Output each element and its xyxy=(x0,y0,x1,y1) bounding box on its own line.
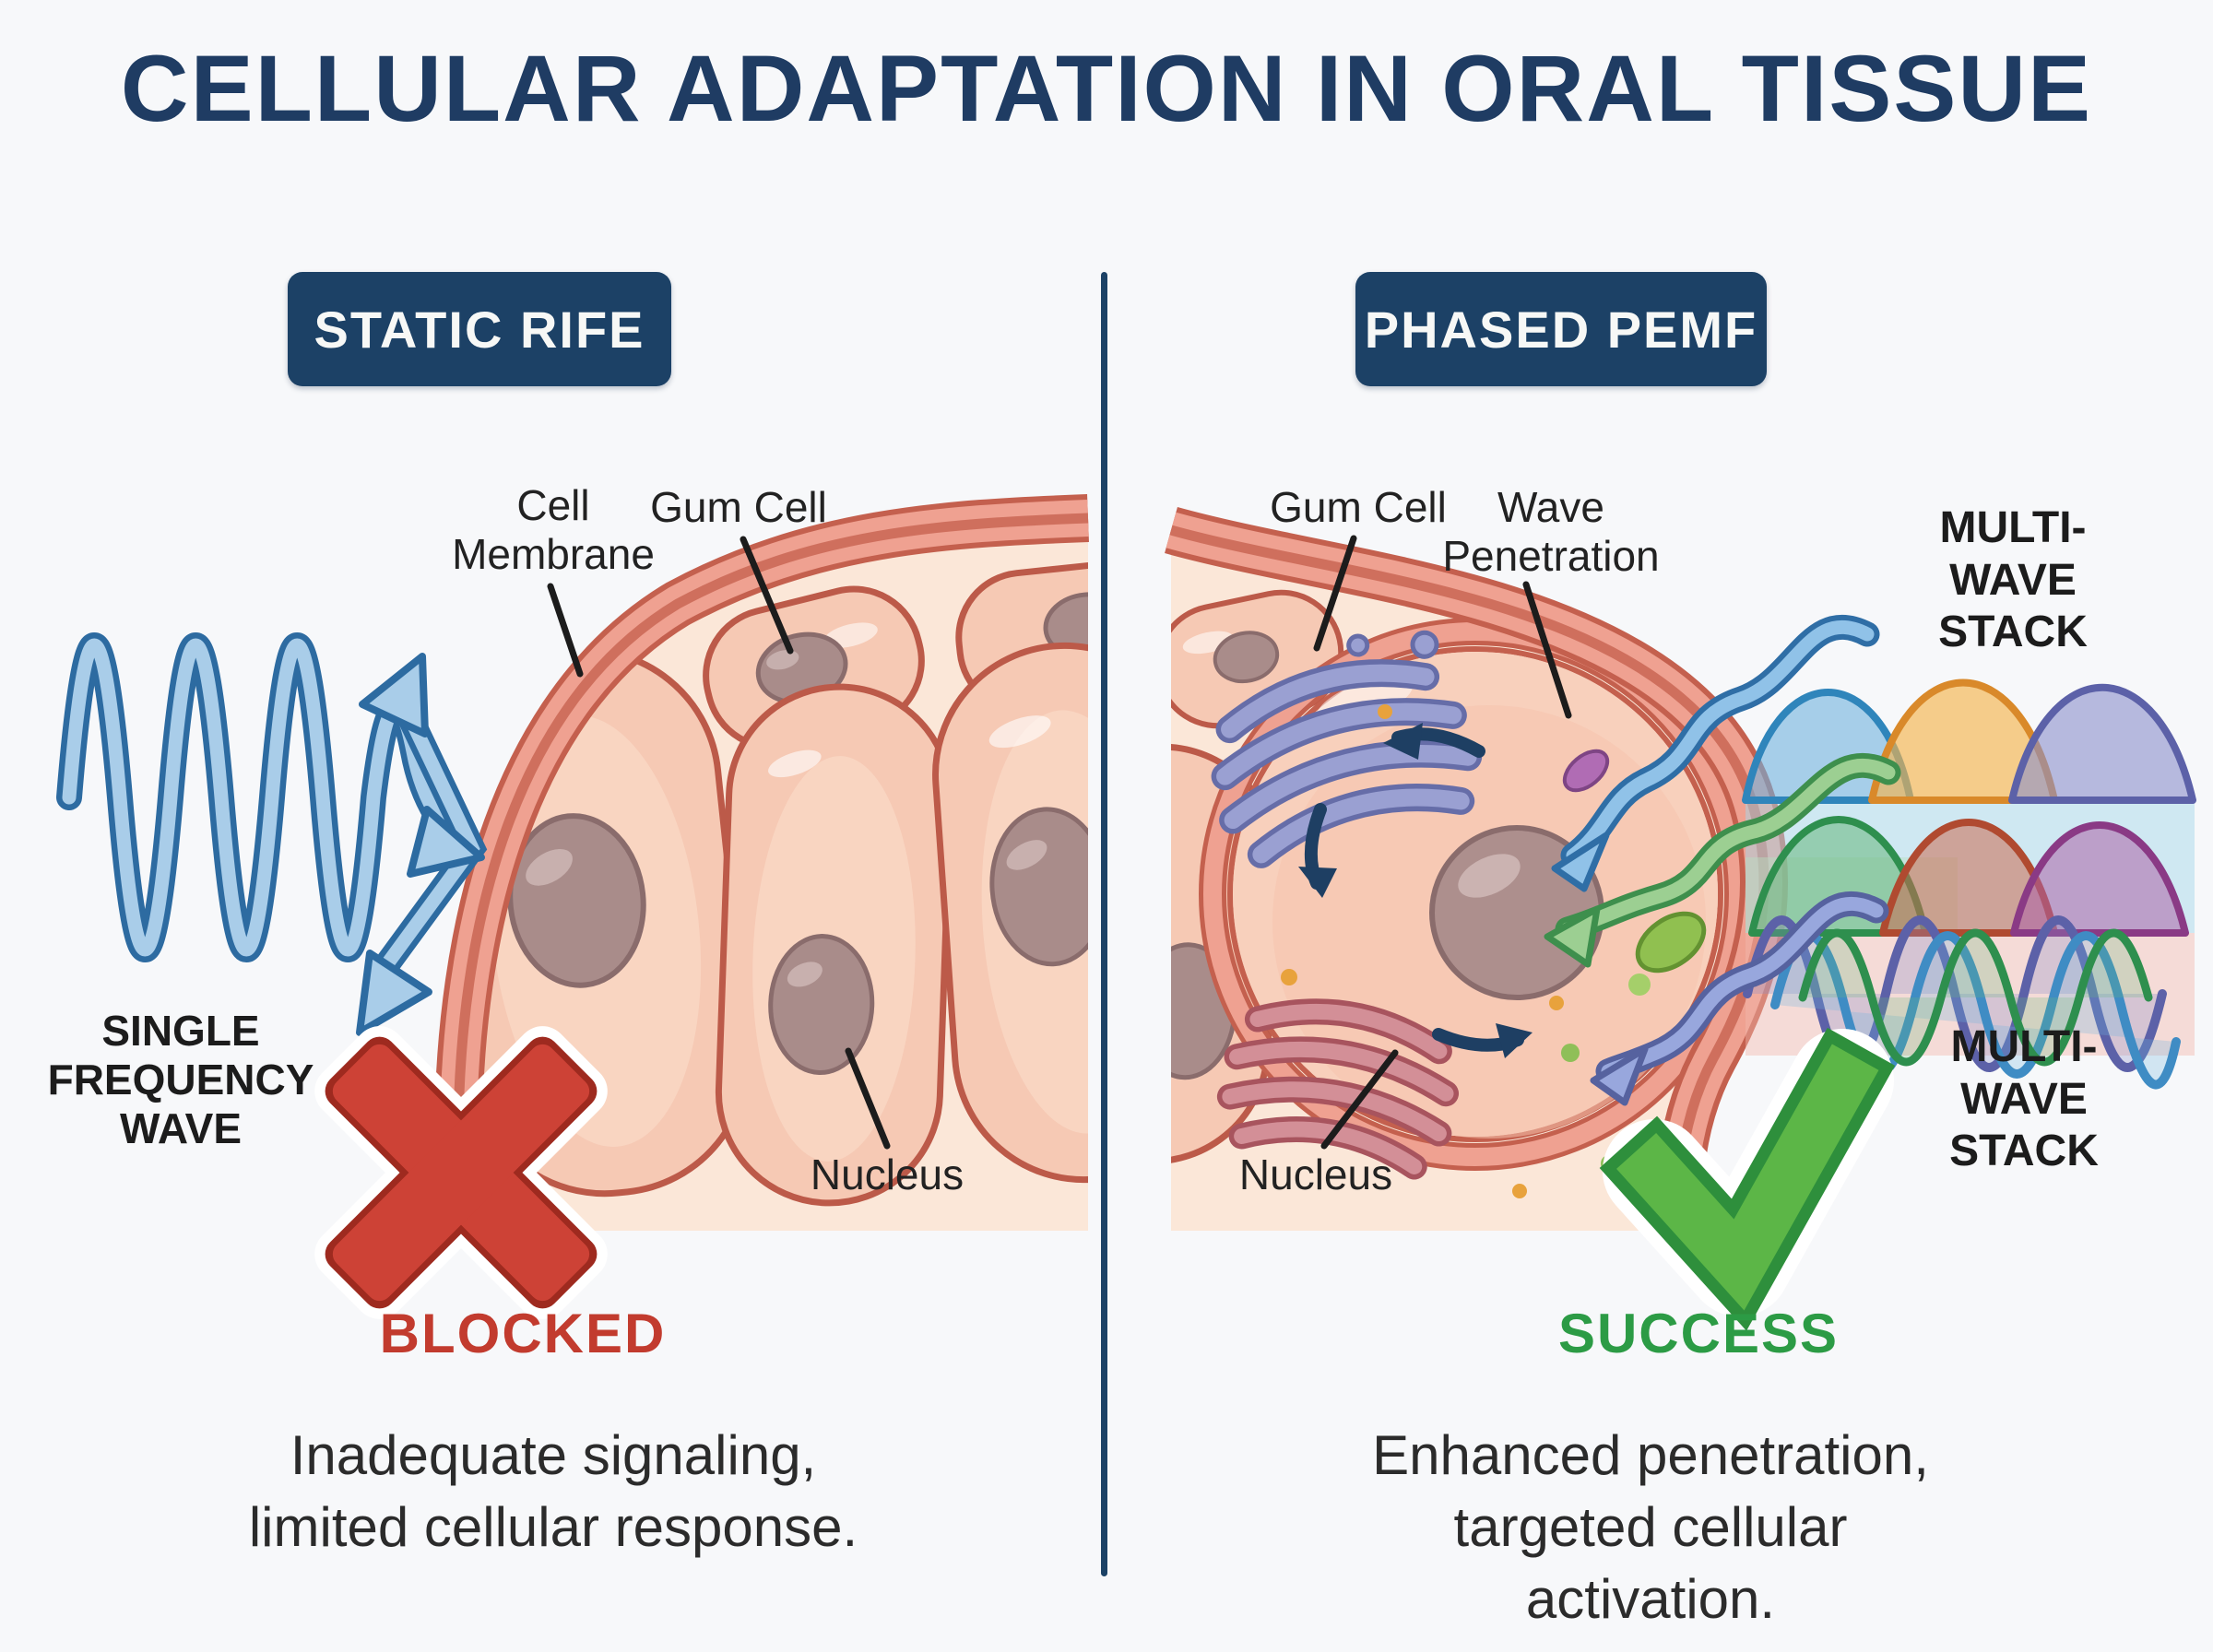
left-caption: Inadequate signaling, limited cellular r… xyxy=(248,1424,858,1558)
success-status-text: SUCCESS xyxy=(1557,1303,1840,1364)
leader-lines xyxy=(547,535,1572,1150)
label-multi-wave-stack-top: MULTI-WAVE STACK xyxy=(1938,503,2088,657)
panel-divider xyxy=(1101,272,1107,1576)
single-frequency-wave-icon xyxy=(56,632,474,962)
label-gum-cell-right: Gum Cell xyxy=(1270,483,1447,531)
blocked-status-text: BLOCKED xyxy=(379,1303,667,1364)
gum-cell-shape xyxy=(715,683,954,1207)
label-nucleus-right: Nucleus xyxy=(1238,1150,1393,1198)
success-check-icon xyxy=(1599,1027,1896,1331)
left-tissue-illustration xyxy=(433,494,1089,1231)
label-single-frequency-wave: SINGLE FREQUENCY WAVE xyxy=(47,1007,314,1152)
phased-pemf-badge: PHASED PEMF xyxy=(1355,272,1767,386)
right-caption: Enhanced penetration, targeted cellular … xyxy=(1372,1424,1929,1630)
organelle-dots xyxy=(1281,704,1707,1198)
page-title: CELLULAR ADAPTATION IN ORAL TISSUE xyxy=(120,36,2093,141)
circulation-arrows-icon xyxy=(1298,723,1533,1058)
label-wave-penetration: Wave Penetration xyxy=(1442,483,1660,580)
penetration-arrows-icon xyxy=(1544,615,1901,1106)
gum-cell-shape xyxy=(932,642,1089,1184)
blocked-cross-icon xyxy=(314,1026,608,1319)
cell-membrane-shape xyxy=(1165,506,1789,1232)
right-tissue-illustration xyxy=(1165,506,1789,1232)
label-cell-membrane: Cell Membrane xyxy=(452,481,655,578)
phased-pemf-badge-label: PHASED PEMF xyxy=(1364,300,1758,359)
cell-membrane-shape xyxy=(433,494,1089,1153)
label-nucleus-left: Nucleus xyxy=(810,1150,964,1198)
static-rife-badge: STATIC RIFE xyxy=(288,272,671,386)
static-rife-badge-label: STATIC RIFE xyxy=(314,300,645,359)
label-gum-cell-left: Gum Cell xyxy=(650,483,827,531)
golgi-icon xyxy=(1211,630,1483,868)
label-multi-wave-stack-bottom: MULTI-WAVE STACK xyxy=(1949,1022,2099,1176)
reflection-arrows-icon xyxy=(356,653,488,1036)
